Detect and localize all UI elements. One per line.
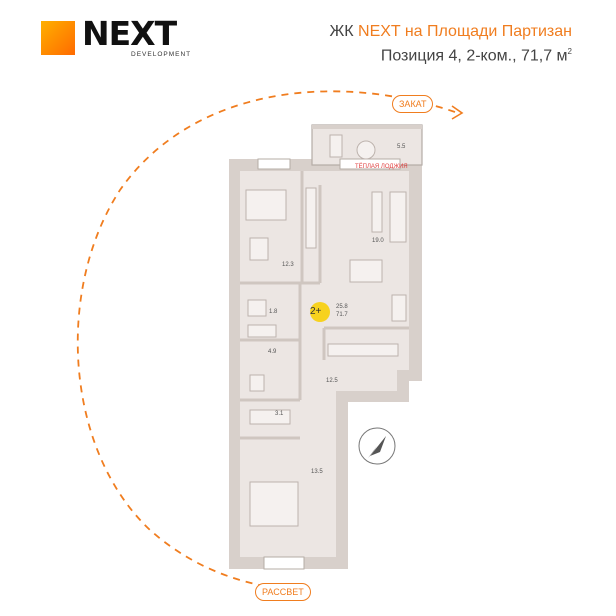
furniture	[245, 134, 407, 527]
apartment-details: Позиция 4, 2-ком., 71,7 м2	[381, 47, 572, 65]
sunrise-tag: РАССВЕТ	[255, 583, 311, 601]
area-bathroom-2: 4.9	[268, 349, 277, 355]
loggia-rail	[312, 125, 422, 129]
logo-mark	[41, 21, 75, 55]
area-wc: 3.1	[275, 411, 284, 417]
complex-name: NEXT на Площади Партизан	[358, 23, 572, 40]
total-area: 71.7	[336, 312, 348, 318]
arrow-icon	[451, 105, 464, 120]
complex-title: ЖК NEXT на Площади Партизан	[329, 23, 572, 41]
area-hall: 12.5	[326, 378, 338, 384]
area-bathroom-1: 1.8	[269, 309, 278, 315]
loggia-area: 5.5	[397, 144, 406, 150]
compass-icon	[358, 427, 396, 465]
sunset-tag: ЗАКАТ	[392, 95, 434, 113]
area-bedroom-2: 13.5	[311, 469, 323, 475]
internal-walls	[240, 171, 409, 440]
area-kitchen-living: 19.0	[372, 238, 384, 244]
area-bedroom-1: 12.3	[282, 262, 294, 268]
room-count-label: 2+	[310, 306, 322, 317]
room-count-badge	[310, 302, 330, 322]
unit-superscript: 2	[567, 47, 572, 56]
apartment-details-text: Позиция 4, 2-ком., 71,7 м	[380, 47, 568, 65]
complex-prefix: ЖК	[329, 23, 354, 40]
logo-wordmark: NEXT	[82, 14, 177, 53]
loggia-label: ТЁПЛАЯ ЛОДЖИЯ	[355, 164, 408, 170]
windows	[257, 158, 401, 570]
total-living-area: 25.8	[336, 304, 348, 310]
sun-path-arc	[76, 90, 456, 591]
logo-subtitle: DEVELOPMENT	[131, 51, 192, 58]
